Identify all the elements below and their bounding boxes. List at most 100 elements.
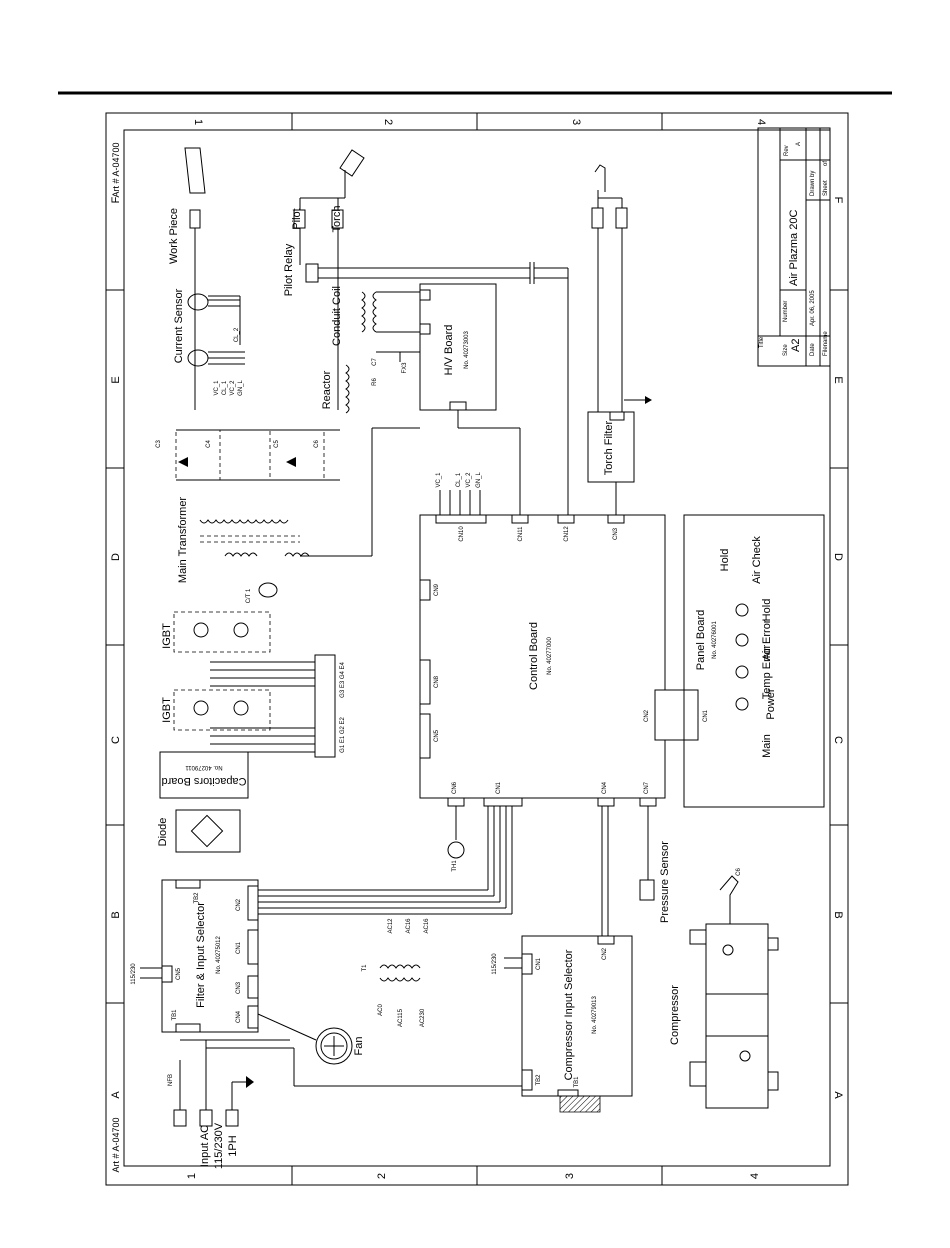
cis-cn2-label: CN2 <box>602 947 608 960</box>
fis-cn5-label: CN5 <box>176 967 182 980</box>
grid-number-2-bottom: 2 <box>376 1173 388 1179</box>
cn4-cable <box>601 806 609 938</box>
main-transformer-label: Main Transformer <box>177 497 189 584</box>
grid-letter-c-right: C <box>832 736 844 744</box>
cis-tb2-label: TB2 <box>536 1074 542 1086</box>
cs-vc2-signal: VC_2 <box>230 380 236 396</box>
hv-wires <box>300 410 521 557</box>
control-transformer: AC12 AC16 AC16 T1 AC0 AC115 AC230 <box>362 918 430 1027</box>
igbt-1-label: IGBT <box>161 623 173 649</box>
cs-cl1-signal: CL_1 <box>222 380 228 395</box>
title-value: Air Plazma 20C <box>788 210 800 286</box>
fis-cn4-label: CN4 <box>236 1010 242 1023</box>
grid-number-4-bottom: 4 <box>749 1173 761 1179</box>
tb2-label: TB2 <box>194 892 200 904</box>
c3-label: C3 <box>156 440 162 448</box>
ct1-signal: C/T 1 <box>246 588 252 603</box>
grid-letter-c-left: C <box>110 736 122 744</box>
fan: Fan <box>257 1013 365 1065</box>
compressor: Compressor C6 <box>669 868 779 1109</box>
ac16a-label: AC16 <box>406 918 412 934</box>
led-power-label: Power <box>765 688 777 720</box>
capacitors-board-number: No. 40279011 <box>185 764 223 770</box>
grid-number-4-top: 4 <box>755 119 767 125</box>
capacitors-board: Capacitors Board No. 40279011 <box>159 751 249 799</box>
pilot-relay: Pilot Relay <box>283 243 569 515</box>
capacitors-board-label: Capacitors Board <box>162 775 247 787</box>
art-number-bottom: Art # A-04700 <box>111 1117 121 1172</box>
led-air-label: Air Error <box>761 619 773 660</box>
fis-cn3-label: CN3 <box>236 981 242 994</box>
drawing-frame <box>105 112 849 1186</box>
torch-filter: Torch Filter <box>587 228 652 515</box>
title-label: Title <box>759 336 765 348</box>
cn3-label: CN3 <box>613 527 619 540</box>
current-sensor: Current Sensor CL_2 VC_1 CL_1 VC_2 GN_L <box>173 288 245 410</box>
grid-letter-e-right: E <box>832 376 844 383</box>
rev-value: A <box>796 142 802 146</box>
fis-115-230: 115/230 <box>131 963 137 985</box>
cis-115-230: 115/230 <box>492 953 498 975</box>
cn10-cl1: CL_1 <box>456 472 462 487</box>
torch-connector: Pilot Torch <box>291 149 365 265</box>
torch-label: Torch <box>331 206 343 233</box>
fx-label: FX3 <box>402 362 408 374</box>
input-ac-line-2: 115/230V <box>213 1122 225 1169</box>
grid-letter-d-right: D <box>832 553 844 561</box>
compressor-input-selector: Compressor Input Selector No. 40279013 C… <box>492 935 633 1113</box>
control-board-number: No. 40277000 <box>547 636 553 674</box>
cn6-label: CN6 <box>452 781 458 794</box>
grid-letter-b-right: B <box>832 911 844 918</box>
number-label: Number <box>783 301 789 322</box>
hv-board-number: No. 40273003 <box>464 330 470 368</box>
cn10-signals: VC_1 CL_1 VC_2 GN_L <box>436 472 482 515</box>
hv-board-label: H/V Board <box>443 325 455 376</box>
pressure-sensor: Pressure Sensor <box>639 806 671 923</box>
title-block: Title Air Plazma 20C Size A2 Number Rev … <box>757 127 831 367</box>
grid-letter-a-right: A <box>832 1091 844 1099</box>
th1-label: TH1 <box>452 860 458 872</box>
c6r-label: C6 <box>314 440 320 448</box>
c4-label: C4 <box>206 440 212 448</box>
input-ac-line-1: Input AC <box>199 1125 211 1167</box>
cn2-label: CN2 <box>644 709 650 722</box>
cn8-label: CN8 <box>434 675 440 688</box>
c6-label: C6 <box>736 868 742 876</box>
igbt-2-label: IGBT <box>161 697 173 723</box>
panel-board-number: No. 40276001 <box>712 620 718 658</box>
cn10-gnl: GN_L <box>476 472 482 488</box>
ac16b-label: AC16 <box>424 918 430 934</box>
size-label: Size <box>783 344 789 356</box>
diode-label: Diode <box>157 818 169 847</box>
ac0-label: AC0 <box>378 1004 384 1016</box>
grid-number-1-top: 1 <box>192 119 204 125</box>
c7-label: C7 <box>372 358 378 366</box>
main-pot-label: Main <box>761 734 773 758</box>
cs-vc1-signal: VC_1 <box>214 380 220 396</box>
diode-bridge: Diode <box>157 809 241 853</box>
cn12-label: CN12 <box>564 526 570 542</box>
tb1-label: TB1 <box>172 1009 178 1021</box>
main-transformer: Main Transformer C/T 1 <box>177 497 310 603</box>
compressor-input-selector-number: No. 40279013 <box>592 995 598 1033</box>
current-sensor-label: Current Sensor <box>173 288 185 363</box>
t1-label: T1 <box>362 964 368 972</box>
art-number-top: Art # A-04700 <box>111 142 121 197</box>
fis-cn1-label: CN1 <box>236 941 242 954</box>
sheet-label: Sheet <box>823 180 829 196</box>
pilot-relay-label: Pilot Relay <box>283 243 295 296</box>
cs-gnl-signal: GN_L <box>238 380 244 396</box>
ac12-label: AC12 <box>388 918 394 934</box>
conduit-coil: Conduit Coil <box>331 265 420 410</box>
input-ac: NFB Input AC 115/230V 1PH <box>168 1039 522 1169</box>
control-board-label: Control Board <box>528 622 540 690</box>
torch-filter-label: Torch Filter <box>603 420 615 475</box>
panel-cn1-label: CN1 <box>703 709 709 722</box>
compressor-input-selector-label: Compressor Input Selector <box>563 949 575 1080</box>
filter-input-selector: Filter & Input Selector No. 40275012 TB2… <box>131 879 259 1033</box>
grid-number-3-bottom: 3 <box>564 1173 576 1179</box>
control-board: Control Board No. 40277000 CN10 CN11 CN1… <box>419 514 686 807</box>
input-ac-line-3: 1PH <box>227 1135 239 1156</box>
work-piece-label: Work Piece <box>168 208 180 264</box>
cl2-signal: CL_2 <box>234 327 240 342</box>
